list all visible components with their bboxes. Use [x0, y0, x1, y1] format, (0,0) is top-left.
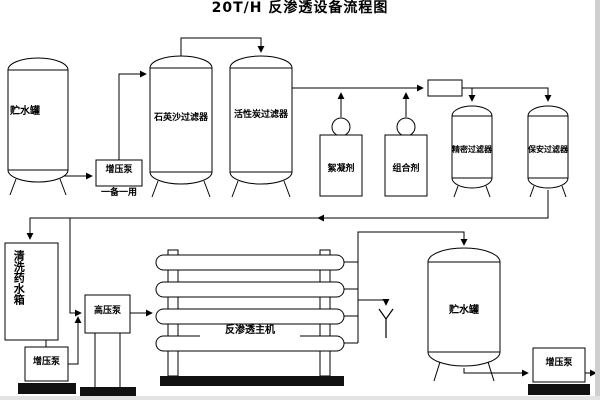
- security-filter-label: 保安过滤器: [528, 145, 568, 154]
- flocculant-dosing-unit: [319, 117, 363, 197]
- inline-mixer-box: [427, 79, 463, 97]
- booster-pump-right-box: [528, 347, 590, 395]
- storage-tank-bottom-vessel: [427, 247, 501, 382]
- high-pressure-pump-label: 高压泵: [93, 306, 121, 316]
- security-filter-vessel: [527, 105, 569, 198]
- quartz-sand-filter-vessel: [149, 55, 213, 198]
- combined-agent-label: 组合剂: [392, 164, 420, 174]
- booster-pump-top-box: [95, 159, 143, 187]
- cleaning-tank-label: 清洗药水箱: [12, 250, 26, 305]
- piping-lines: [26, 37, 597, 377]
- ro-main-unit-label: 反渗透主机: [200, 325, 300, 337]
- standby-note-label: 一备一用: [100, 188, 137, 198]
- storage-tank-top-label: 贮水罐: [10, 106, 40, 117]
- storage-tank-bottom-label: 贮水罐: [449, 305, 479, 316]
- storage-tank-top-vessel: [7, 57, 69, 196]
- ro-main-unit-rack: [155, 249, 345, 386]
- flocculant-label: 絮凝剂: [327, 164, 355, 174]
- combined-agent-dosing-unit: [384, 117, 428, 197]
- activated-carbon-filter-vessel: [229, 55, 293, 198]
- cleaning-solution-tank-box: [4, 242, 59, 341]
- drain-y-symbol: [378, 308, 394, 338]
- quartz-sand-filter-label: 石英沙过滤器: [153, 113, 208, 123]
- high-pressure-pump-box: [80, 294, 136, 397]
- precision-filter-label: 精密过滤器: [452, 145, 492, 154]
- diagram-title: 20T/H 反渗透设备流程图: [211, 0, 389, 16]
- booster-pump-left-box: [18, 346, 76, 394]
- activated-carbon-filter-label: 活性炭过滤器: [233, 110, 288, 120]
- booster-pump-left-label: 增压泵: [32, 357, 60, 367]
- booster-pump-right-label: 增压泵: [545, 358, 573, 368]
- booster-pump-top-label: 增压泵: [105, 165, 133, 175]
- precision-filter-vessel: [451, 105, 493, 198]
